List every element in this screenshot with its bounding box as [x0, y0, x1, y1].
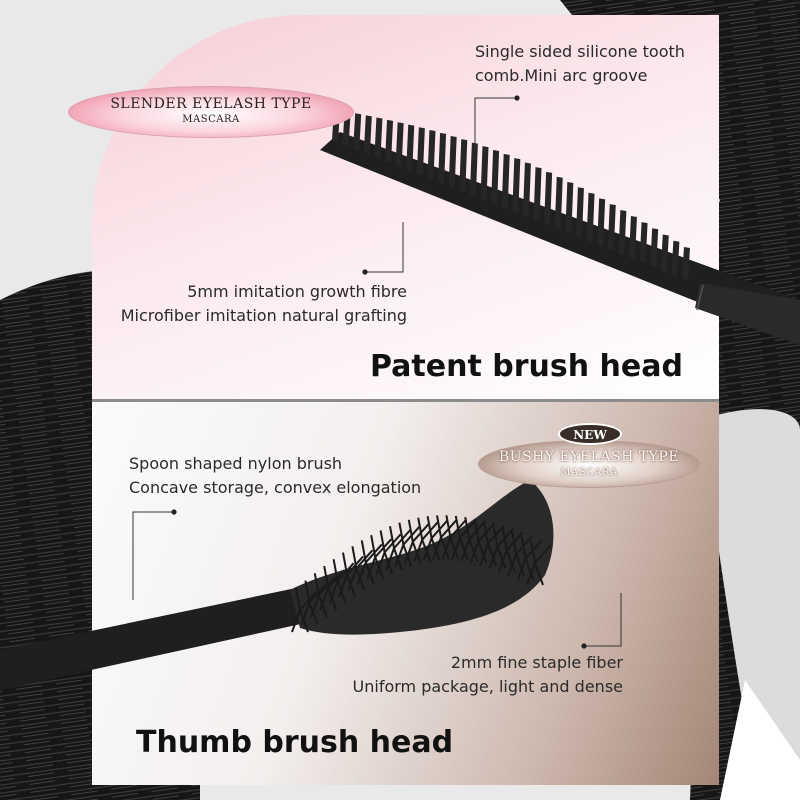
- fibre-feature-callout: 5mm imitation growth fibre Microfiber im…: [121, 280, 407, 328]
- callout-line: 5mm imitation growth fibre: [187, 282, 407, 301]
- badge-subtitle: MASCARA: [182, 114, 240, 125]
- slender-eyelash-badge: SLENDER EYELASH TYPE MASCARA: [68, 86, 354, 138]
- badge-title: BUSHY EYELASH TYPE: [498, 449, 680, 465]
- patent-brush-heading: Patent brush head: [370, 349, 683, 384]
- bushy-eyelash-badge: BUSHY EYELASH TYPE MASCARA: [478, 440, 700, 488]
- spoon-feature-callout: Spoon shaped nylon brush Concave storage…: [129, 452, 421, 500]
- fiber-feature-callout: 2mm fine staple fiber Uniform package, l…: [353, 651, 623, 699]
- callout-line: Uniform package, light and dense: [352, 677, 623, 696]
- callout-line: Single sided silicone tooth: [475, 42, 685, 61]
- new-badge: NEW: [558, 423, 622, 445]
- callout-line: 2mm fine staple fiber: [450, 653, 623, 672]
- comb-feature-callout: Single sided silicone tooth comb.Mini ar…: [475, 40, 685, 88]
- badge-subtitle: MASCARA: [560, 467, 618, 478]
- badge-title: SLENDER EYELASH TYPE: [110, 96, 312, 112]
- thumb-brush-heading: Thumb brush head: [136, 725, 454, 760]
- callout-line: Microfiber imitation natural grafting: [120, 306, 407, 325]
- panel-divider: [92, 399, 719, 402]
- callout-line: Spoon shaped nylon brush: [129, 454, 343, 473]
- callout-line: comb.Mini arc groove: [475, 66, 648, 85]
- callout-line: Concave storage, convex elongation: [129, 478, 422, 497]
